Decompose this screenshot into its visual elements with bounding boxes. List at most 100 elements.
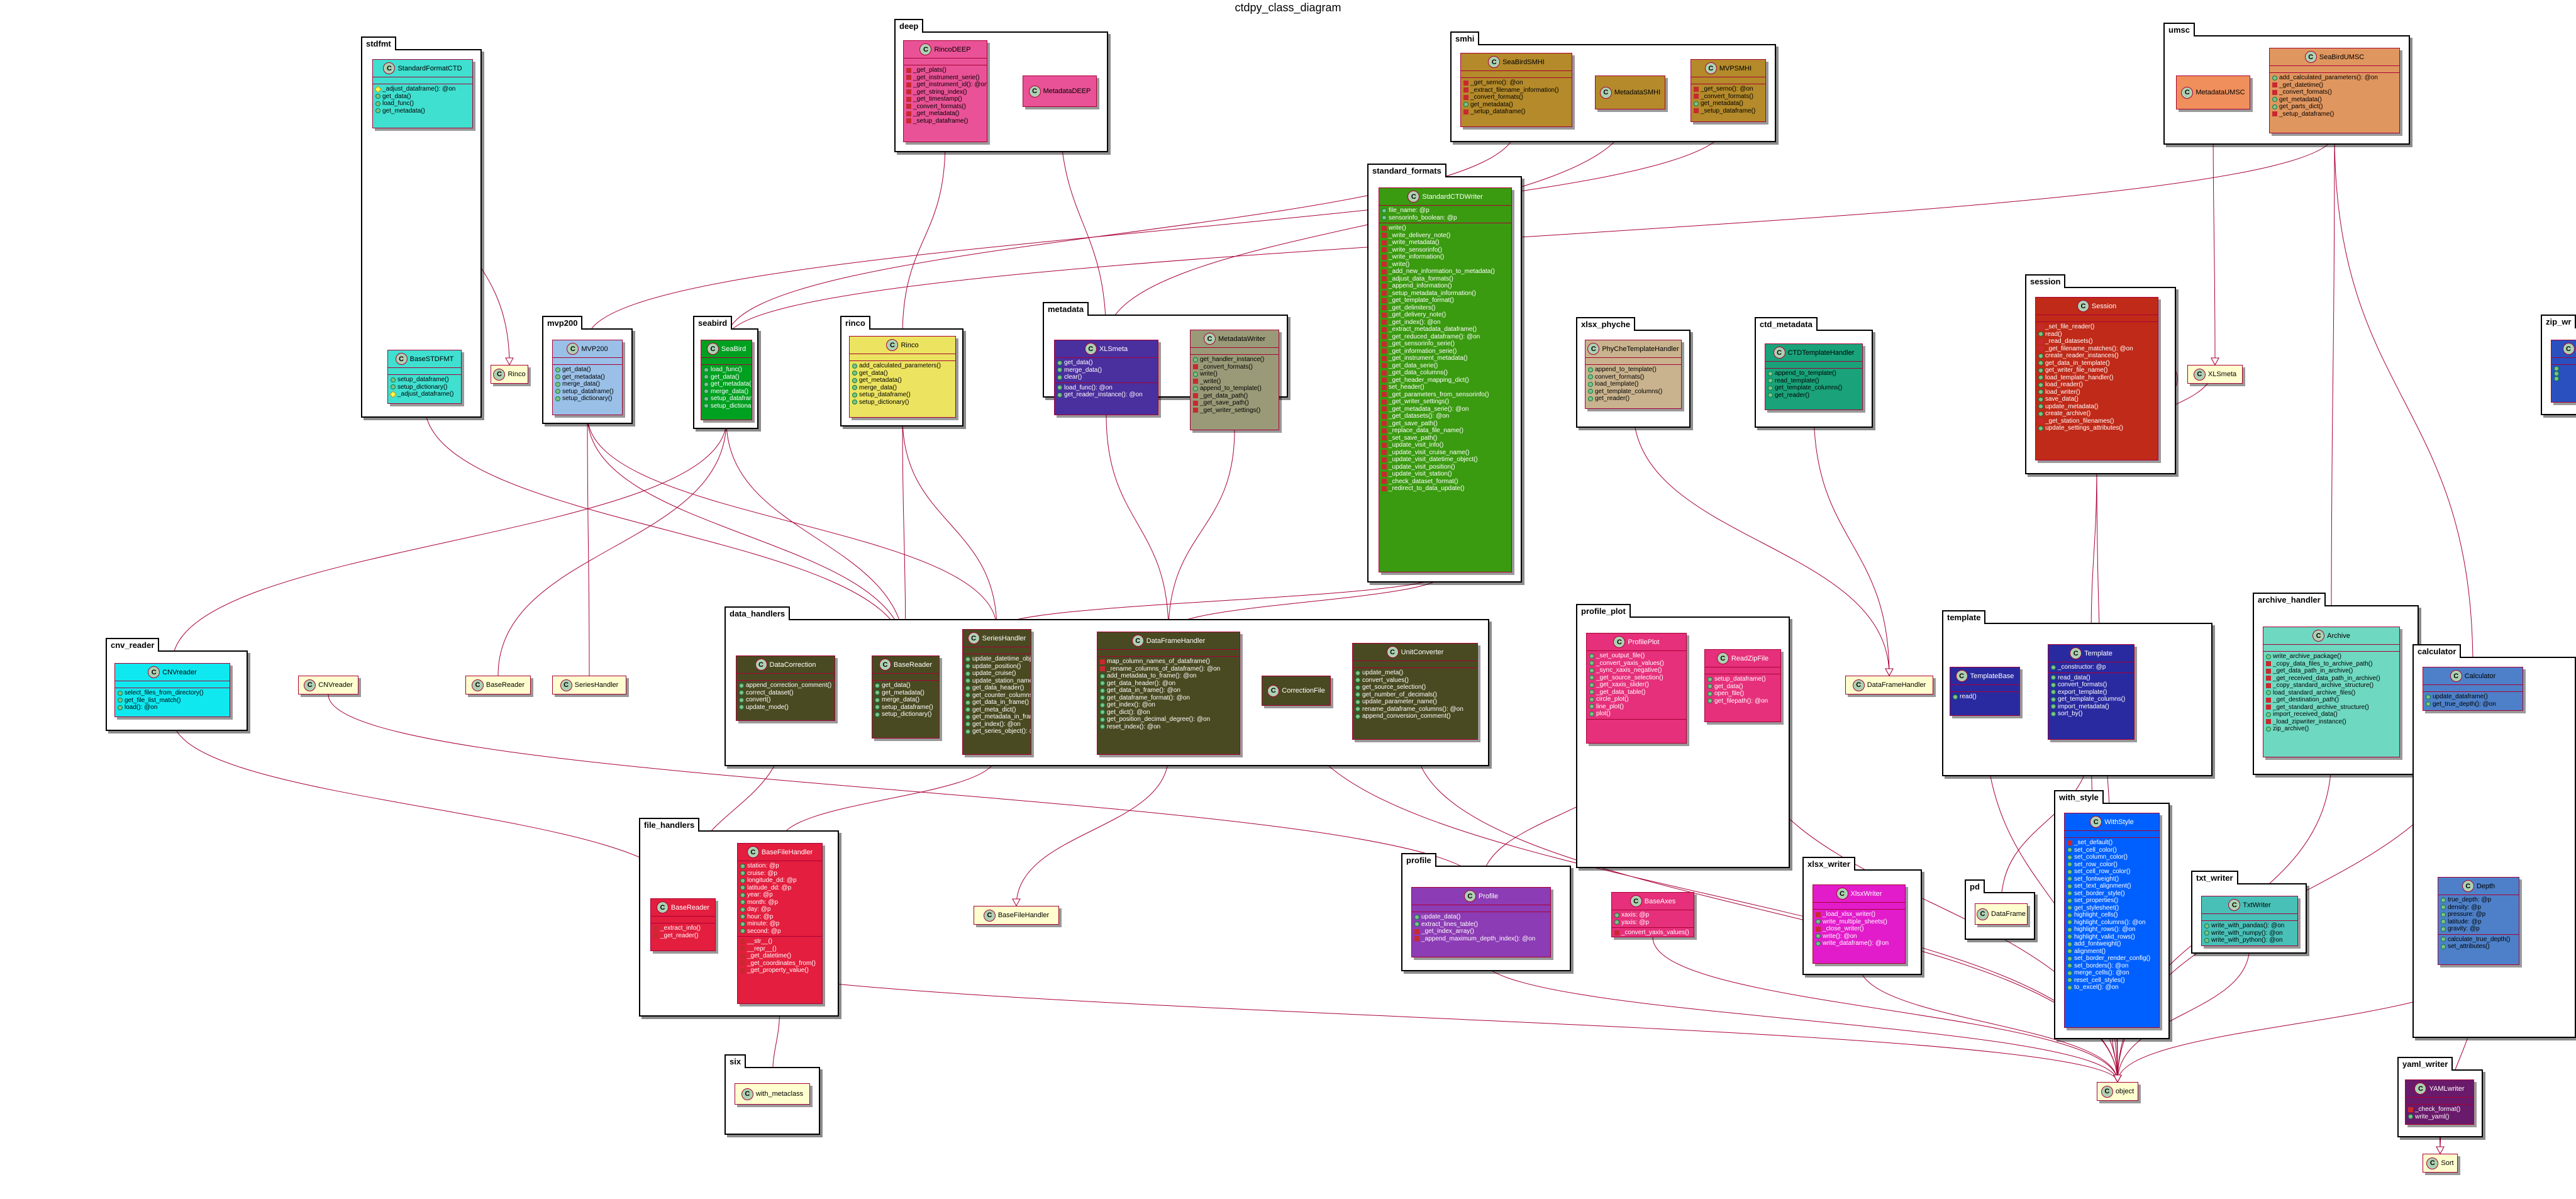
visibility-icon [740,914,745,920]
visibility-icon [1193,364,1198,370]
method-text: update_settings_attributes() [2045,425,2123,432]
class-method: setup_dataframe() [1707,676,1779,683]
class-fields: get_data()merge_data()clear() [1055,358,1158,383]
method-text: get_data_header() [972,684,1024,691]
field-text: _get_xaxis_slider() [1596,681,1649,688]
class-method: _setup_dataframe() [906,118,985,125]
method-text: _adjust_dataframe(): @on [382,86,456,92]
field-text: merge_data() [1064,366,1102,374]
method-text: write() [1389,225,1406,231]
method-text: update_dataframe() [2433,693,2488,700]
method-text: _get_plats() [913,67,947,74]
visibility-icon [2067,883,2072,889]
class-method: _extract_metadata_dataframe() [1382,326,1509,333]
method-text: _check_dataset_format() [1389,477,1458,485]
class-name: MetadataUMSC [2196,89,2245,96]
class-method: get_metadata() [1463,101,1570,109]
method-text: _redirect_to_data_update() [1389,485,1465,492]
field-text: latitude_dd: @p [747,884,792,891]
class-method: _adjust_dataframe() [389,391,459,398]
class-methods: update_dataframe()get_true_depth(): @on [2423,692,2523,708]
package-label: template [1942,610,1986,624]
visibility-icon [1355,692,1360,698]
class-c-icon: C [1704,62,1717,74]
inheritance-edge [1106,415,1169,632]
class-SeriesHandler[interactable]: CSeriesHandlerupdate_datetime_object()up… [962,629,1031,755]
inheritance-edge [2212,109,2216,365]
method-text: calculate_true_depth() [2448,935,2511,943]
method-text: get_data() [882,682,911,689]
method-text: setup_dataframe() [1714,676,1766,683]
inheritance-edge [2090,460,2097,645]
method-text: rename_dataframe_columns(): @on [1362,705,1463,713]
field-text: gravity: @p [2448,925,2480,932]
class-name: Depth [2476,882,2496,890]
method-text: merge_data() [711,388,749,395]
visibility-icon [1382,320,1387,325]
class-method: setup_dataframe() [391,376,459,384]
class-method: open_file() [1707,690,1779,698]
method-text: read_template() [1775,377,1819,384]
class-method: update_position() [965,663,1029,671]
class-method: write_dataframe(): @on [1816,940,1903,947]
class-methods: setup_dataframe()get_data()open_file()ge… [1705,674,1780,705]
method-text: get_metadata_in_frame() [972,713,1031,720]
class-ZipWr[interactable]: C [2551,340,2576,403]
field-text: minute: @p [747,920,780,927]
